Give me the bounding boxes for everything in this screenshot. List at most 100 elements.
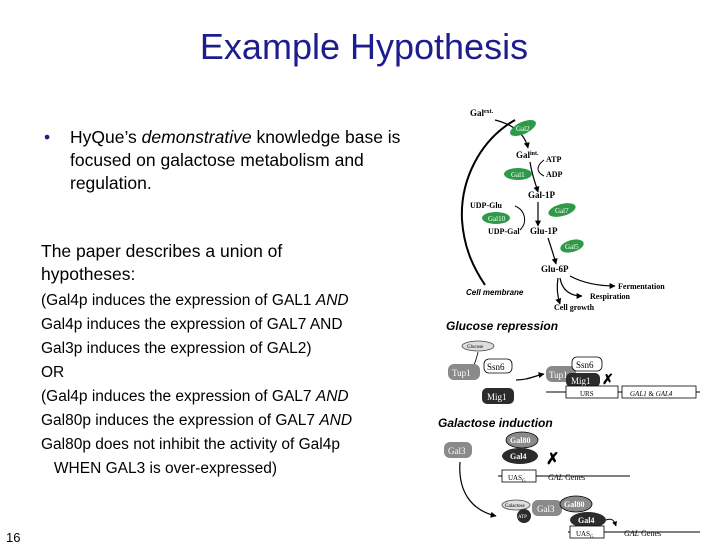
galactose-molecule: [501, 499, 531, 511]
repression-arrow: [515, 372, 545, 381]
ssn6-right: [571, 356, 603, 372]
gal4-top-label: Gal4: [510, 452, 526, 461]
gal1-label: Gal1: [511, 171, 525, 179]
growth-arrow: [555, 277, 562, 305]
gal4-top: [502, 448, 538, 464]
cell-membrane-label: Cell membrane: [466, 288, 524, 297]
activation-arrow: [605, 518, 617, 527]
gal2-label: Gal2: [516, 125, 530, 133]
tup1-left: [448, 364, 480, 380]
block-mark-2: ✗: [546, 451, 559, 468]
glucose-repression-heading: Glucose repression: [446, 319, 558, 333]
hypothesis-line-4-and: AND: [315, 388, 349, 405]
ssn6-left-label: Ssn6: [487, 362, 505, 372]
mig1-right-label: Mig1: [571, 376, 591, 386]
glucose-molecule: [461, 340, 495, 352]
induction-arrow: [459, 461, 497, 518]
ssn6-left: [483, 358, 513, 374]
gal3-right: [532, 500, 562, 516]
hypothesis-line-1: (Gal4p induces the expression of GAL1 AN…: [41, 289, 421, 313]
gal80-bottom-label: Gal80: [564, 500, 584, 509]
glu6p-label: Glu-6P: [541, 264, 569, 274]
urs-label: URS: [580, 390, 594, 398]
gal-genes-top-label: GAL Genes: [548, 473, 585, 482]
hypothesis-line-7: WHEN GAL3 is over-expressed): [41, 460, 278, 477]
udp-cycle-arrow: [514, 205, 526, 231]
uas-top-label: UASG: [508, 474, 526, 484]
bullet-dot: •: [44, 127, 51, 147]
gal2-enzyme: [510, 119, 536, 137]
fermentation-arrow: [569, 275, 616, 289]
gal5-step-arrow: [547, 237, 558, 265]
gal7-label: Gal7: [555, 207, 569, 215]
respiration-label: Respiration: [590, 292, 631, 301]
uas-box-bottom: [569, 525, 605, 539]
atp-small-label: ATP: [518, 515, 527, 520]
gal4-bottom-label: Gal4: [578, 516, 594, 525]
urs-box: [565, 385, 619, 399]
bullet-prefix: HyQue’s: [70, 127, 142, 147]
fermentation-label: Fermentation: [618, 282, 665, 291]
hypothesis-line-5: Gal80p induces the expression of GAL7 AN…: [41, 409, 421, 433]
galactose-pathway-diagram: Galext. Gal2 Galint. Gal1 ATP ADP Gal-1P…: [438, 108, 700, 540]
hypothesis-line-1-and: AND: [315, 292, 349, 309]
gal80-bottom: [559, 495, 593, 513]
cell-growth-label: Cell growth: [554, 303, 595, 312]
block-mark-1: ✗: [602, 371, 614, 387]
gal80-top: [505, 431, 539, 449]
gal10-label: Gal10: [488, 215, 506, 223]
gal5-enzyme: [560, 239, 584, 253]
hypothesis-text: The paper describes a union of hypothese…: [41, 240, 421, 481]
gal1-enzyme: [504, 168, 532, 180]
gal1p-label: Gal-1P: [528, 190, 555, 200]
bullet-rest: knowledge base is focused on galactose m…: [70, 127, 401, 193]
uas-bottom-label: UASG: [576, 530, 594, 540]
glu1p-label: Glu-1P: [530, 226, 558, 236]
bullet-emphasis: demonstrative: [141, 127, 252, 147]
cell-membrane-arc: [460, 119, 516, 286]
hypothesis-line-5-text: Gal80p induces the expression of GAL7: [41, 412, 320, 429]
gal5-label: Gal5: [565, 243, 579, 251]
bullet-text: HyQue’s demonstrative knowledge base is …: [70, 126, 404, 195]
hypothesis-line-4-text: (Gal4p induces the expression of GAL7: [41, 388, 316, 405]
ssn6-right-label: Ssn6: [576, 360, 594, 370]
udp-gal-label: UDP-Gal: [488, 227, 520, 236]
uas-box-top: [501, 469, 537, 483]
hypothesis-line-1-text: (Gal4p induces the expression of GAL1: [41, 292, 316, 309]
paper-line-1: The paper describes a union of: [41, 241, 283, 261]
glucose-label: Glucose: [467, 345, 484, 350]
or-line: OR: [41, 364, 65, 381]
gal1-gal4-genes-label: GAL1 & GAL4: [630, 390, 673, 398]
mig1-left: [482, 388, 514, 404]
gal-int-label: Galint.: [516, 150, 539, 160]
bullet-item: • HyQue’s demonstrative knowledge base i…: [44, 126, 404, 195]
galactose-label: Galactose: [505, 504, 525, 509]
hypothesis-line-5-and: AND: [319, 412, 353, 429]
atp-adp-arrow: [537, 159, 545, 177]
tup1-left-label: Tup1: [452, 368, 471, 378]
mig1-left-label: Mig1: [487, 392, 507, 402]
gal7-enzyme: [548, 203, 576, 217]
galactose-induction-heading: Galactose induction: [438, 416, 553, 430]
atp-label: ATP: [546, 155, 562, 164]
adp-label: ADP: [546, 170, 563, 179]
respiration-arrow: [559, 277, 583, 299]
atp-molecule: [517, 509, 531, 523]
gal-ext-label: Galext.: [470, 108, 494, 118]
gal3-right-label: Gal3: [537, 504, 555, 514]
hypothesis-line-2: Gal4p induces the expression of GAL7 AND: [41, 316, 343, 333]
gal3-left-label: Gal3: [448, 446, 466, 456]
mig1-right: [566, 373, 600, 387]
slide-number: 16: [6, 530, 21, 545]
gal4-bottom: [570, 512, 606, 528]
gal80-top-label: Gal80: [510, 436, 530, 445]
paper-line-2: hypotheses:: [41, 264, 136, 284]
gal-genes-bottom-label: GAL Genes: [624, 529, 661, 538]
slide-title: Example Hypothesis: [199, 26, 529, 67]
tup1-right-label: Tup1: [549, 370, 568, 380]
hypothesis-line-4: (Gal4p induces the expression of GAL7 AN…: [41, 385, 421, 409]
gal1-step-arrow: [529, 161, 540, 193]
gal1-gal4-gene-box: [621, 385, 697, 399]
hypothesis-line-6: Gal80p does not inhibit the activity of …: [41, 436, 340, 453]
gal10-enzyme: [482, 212, 510, 224]
